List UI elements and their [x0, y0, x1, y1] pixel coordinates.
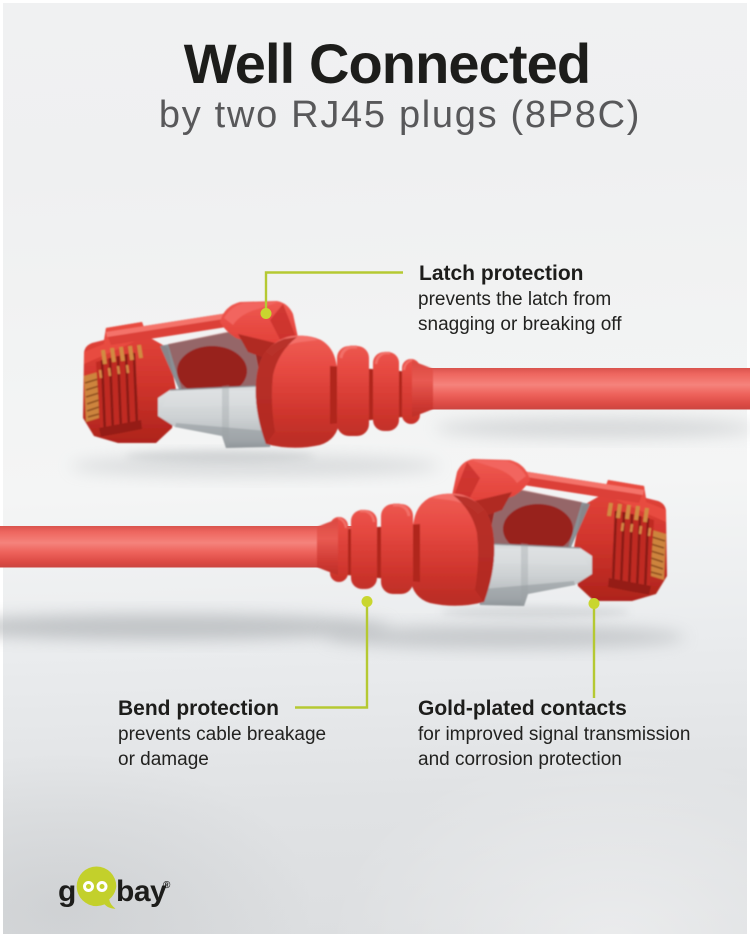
svg-text:g: g [58, 875, 76, 908]
svg-text:®: ® [163, 880, 171, 891]
svg-text:bay: bay [116, 875, 167, 908]
